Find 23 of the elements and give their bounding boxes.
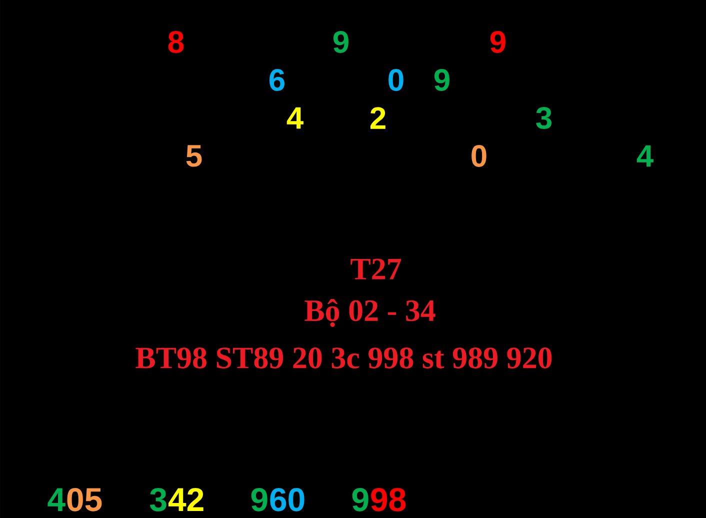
number: 4 [286,107,304,129]
number: 9 [434,69,450,91]
number: 42 [168,488,204,511]
number: 4 [48,488,66,511]
number: 05 [67,488,102,512]
note-text: BT98 ST89 20 3c 998 st 989 920 [136,348,552,368]
number: 5 [186,145,202,167]
number: 0 [388,69,404,91]
number: 9 [352,488,368,512]
number: 0 [472,145,486,167]
number: 9 [251,488,268,512]
number: 3 [536,107,552,129]
number: 9 [333,31,348,53]
number: 98 [371,488,406,512]
note-text: T27 [350,258,402,280]
number: 9 [490,31,506,53]
number: 2 [370,107,386,129]
number: 60 [270,488,304,512]
note-text: Bộ 02 - 34 [304,299,436,327]
number: 6 [270,69,284,91]
number: 4 [636,145,654,167]
number: 8 [168,31,184,53]
number: 3 [150,488,166,512]
